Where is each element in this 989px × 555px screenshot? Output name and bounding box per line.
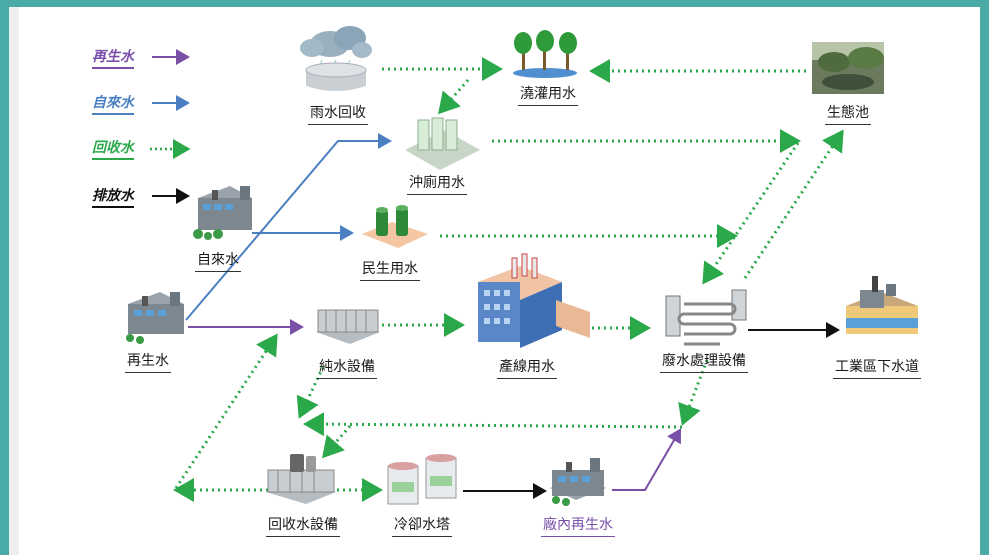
label-reclaimed-source: 再生水	[125, 350, 171, 373]
label-pure-water: 純水設備	[317, 356, 377, 379]
legend-recycled: 回收水	[92, 137, 134, 160]
label-wastewater: 廢水處理設備	[660, 350, 748, 373]
sewer-icon	[846, 276, 918, 334]
legend-discharge: 排放水	[92, 185, 134, 208]
label-sewer: 工業區下水道	[833, 356, 921, 379]
label-production: 產線用水	[497, 356, 557, 379]
eco-pond-photo	[812, 42, 884, 94]
label-eco-pond: 生態池	[825, 102, 871, 125]
label-tap-plant: 自來水	[195, 249, 241, 272]
reclaimed-plant-icon	[126, 292, 184, 344]
rainwater-icon	[300, 26, 372, 91]
tap-plant-icon	[193, 186, 252, 240]
label-toilet: 沖廁用水	[407, 172, 467, 195]
toilet-water-icon	[405, 117, 480, 170]
inplant-reclaimed-icon	[550, 458, 606, 506]
discharge-flows	[463, 322, 840, 499]
legend-arrows	[150, 49, 191, 204]
pure-water-icon	[316, 309, 380, 344]
recovery-icon	[266, 454, 336, 504]
label-domestic: 民生用水	[360, 258, 420, 281]
label-recovery: 回收水設備	[266, 514, 340, 537]
legend-reclaimed: 再生水	[92, 46, 134, 69]
label-irrigation: 澆灌用水	[518, 83, 578, 106]
cooling-tower-icon	[387, 454, 457, 505]
legend-tap: 自來水	[92, 92, 134, 115]
production-factory-icon	[478, 253, 590, 348]
tap-flows	[185, 133, 392, 321]
label-inplant-reclaimed: 廠內再生水	[541, 514, 615, 537]
wastewater-icon	[665, 289, 747, 346]
domestic-water-icon	[362, 205, 428, 248]
label-rainwater: 雨水回收	[308, 102, 368, 125]
reclaimed-flows	[188, 319, 682, 491]
recycled-flows	[173, 57, 844, 502]
irrigation-icon	[513, 30, 577, 78]
label-cooling: 冷卻水塔	[392, 514, 452, 537]
